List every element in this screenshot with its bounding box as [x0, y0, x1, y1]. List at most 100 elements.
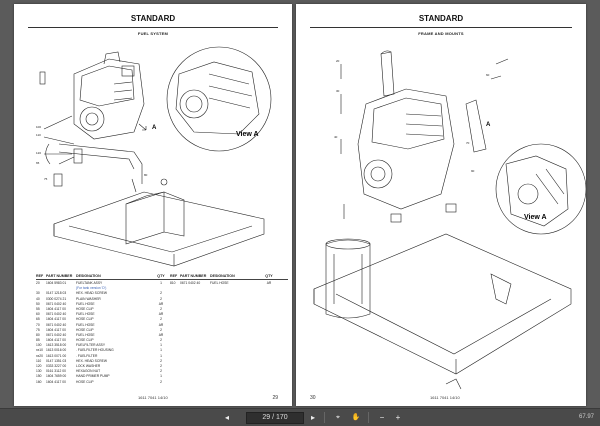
table-cell-qty: 2 — [160, 338, 162, 343]
table-cell-ref: 75 — [36, 327, 40, 332]
header-qty-2: QTY — [265, 274, 273, 278]
table-cell-part: 1613 0016 00 — [46, 348, 67, 353]
svg-text:60: 60 — [486, 73, 490, 77]
table-cell-des: FUELFILTER ASSY — [76, 343, 106, 348]
svg-text:40: 40 — [334, 135, 338, 139]
table-cell-des: HAND PRIMER PUMP — [76, 374, 110, 379]
table-cell-des: HOSE CLIP — [76, 327, 94, 332]
table-cell-qty: 2 — [160, 291, 162, 296]
table-cell-part: 0300 0274 21 — [46, 296, 67, 301]
table-cell-des: HOSE CLIP — [76, 317, 94, 322]
table-cell-part: 1613 3518 00 — [46, 343, 67, 348]
page-title: STANDARD — [130, 14, 176, 23]
table-cell-ref: 40 — [36, 296, 40, 301]
table-cell-ref: xx10 — [36, 348, 43, 353]
table-cell-part: 1613 0071 00 — [46, 353, 67, 358]
svg-text:30: 30 — [336, 89, 340, 93]
table-cell-part: 0333 3227 00 — [46, 364, 67, 368]
title-rule — [28, 27, 278, 28]
zoom-level[interactable]: 67.97 — [578, 414, 594, 420]
table-cell-ref: 30 — [36, 291, 40, 296]
table-cell-des: (For tank version 'D') — [76, 286, 107, 291]
table-cell-qty: 1 — [160, 353, 162, 358]
table-cell-des: PLAIN WASHER — [76, 296, 101, 301]
table-cell-part: 0161 3112 00 — [46, 369, 66, 374]
table-cell-des: LOCK WASHER — [76, 364, 101, 368]
table-cell-qty: 2 — [160, 317, 162, 322]
page-subtitle: FUEL SYSTEM — [137, 31, 169, 36]
svg-text:20: 20 — [336, 59, 340, 63]
arrow-a-label: A — [152, 125, 157, 131]
table-cell-des2: FUEL HOSE — [210, 281, 229, 285]
table-cell-des: HOSE CLIP — [76, 306, 94, 311]
table-cell-part2: 0671 0402 40 — [180, 281, 201, 285]
table-cell-des: HOSE CLIP — [76, 379, 94, 384]
table-cell-part: 1604 4117 00 — [46, 327, 66, 332]
table-cell-des: HEX. HEAD SCREW — [76, 358, 107, 363]
table-cell-des: FUEL HOSE — [76, 301, 95, 306]
table-cell-des2 — [210, 380, 260, 385]
zoom-out-icon[interactable]: − — [379, 413, 385, 422]
page-number: 29 — [272, 395, 278, 401]
left-page: STANDARD FUEL SYSTEM — [14, 4, 292, 406]
svg-text:75: 75 — [44, 177, 48, 181]
svg-text:65: 65 — [36, 161, 40, 165]
next-page-button[interactable]: ▸ — [310, 413, 315, 422]
table-cell-ref: 85 — [36, 338, 40, 343]
table-cell-qty: AR — [158, 312, 164, 317]
table-cell-part: 0671 0402 40 — [46, 301, 67, 306]
table-cell-part: 1604 4117 00 — [46, 306, 66, 311]
table-cell-qty2 — [260, 380, 278, 385]
table-cell-qty: 1 — [160, 281, 162, 285]
parts-table: REF PART NUMBER DESIGNATION QTY REF PART… — [36, 274, 288, 385]
table-cell-ref: 160 — [36, 379, 42, 384]
view-a-label: View A — [236, 131, 259, 138]
table-cell-part2 — [180, 380, 210, 385]
table-cell-ref: 100 — [36, 343, 42, 348]
page-title: STANDARD — [418, 14, 464, 23]
header-part-number-2: PART NUMBER — [180, 274, 207, 278]
table-cell-ref: 110 — [36, 358, 42, 363]
table-cell-des: . FUELFILTER HOUSING — [76, 348, 114, 353]
table-cell-ref: 50 — [36, 301, 40, 306]
svg-text:70: 70 — [466, 141, 470, 145]
table-cell-ref2 — [170, 380, 180, 385]
view-a-label: View A — [524, 214, 547, 221]
table-cell-part: 0147 1351 03 — [46, 358, 67, 363]
table-cell-qty: 1 — [160, 343, 162, 348]
table-cell-des: . FUELFILTER — [76, 353, 98, 358]
header-part-number: PART NUMBER — [46, 274, 73, 278]
table-cell-part: 1604 7659 00 — [46, 374, 67, 379]
table-cell-part: 0671 0402 40 — [46, 322, 67, 327]
page-footer: 1611 7041 14/10 — [138, 395, 168, 400]
hand-tool-icon[interactable]: ✋ — [351, 414, 361, 421]
prev-page-button[interactable]: ◂ — [224, 413, 229, 422]
table-row: (For tank version 'D') — [36, 286, 288, 291]
table-cell-des: FUELTANK ASSY — [76, 281, 103, 285]
zoom-in-icon[interactable]: + — [395, 413, 401, 422]
table-cell-ref: 55 — [36, 306, 40, 311]
page-number: 30 — [310, 395, 316, 401]
table-cell-des: FUEL HOSE — [76, 332, 95, 337]
table-cell-qty: 2 — [160, 358, 162, 363]
header-ref: REF — [36, 274, 44, 278]
svg-text:120: 120 — [36, 151, 41, 155]
select-tool-icon[interactable]: ⌖ — [336, 414, 340, 421]
table-cell-ref: 60 — [36, 312, 40, 317]
table-cell-part: 0671 0402 40 — [46, 332, 67, 337]
table-cell-ref: 20 — [36, 281, 40, 285]
page-indicator[interactable]: 29 / 170 — [246, 412, 304, 424]
